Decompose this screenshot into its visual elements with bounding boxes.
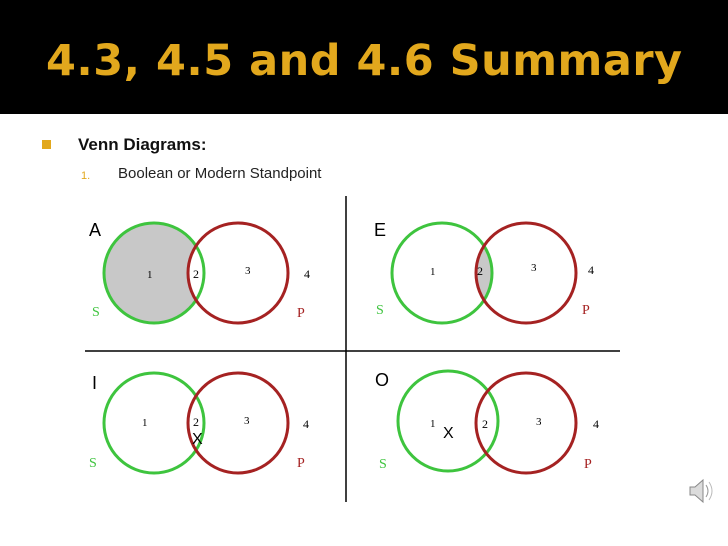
sub-item-text: Boolean or Modern Standpoint [118, 165, 322, 182]
circle-p [186, 221, 290, 325]
circle-p [186, 371, 290, 475]
form-label: A [89, 220, 101, 240]
region-1: 1 [430, 418, 436, 430]
set-p-label: P [297, 456, 305, 471]
circle-s [396, 369, 500, 473]
set-s-label: S [379, 457, 387, 472]
region-4: 4 [303, 417, 309, 431]
region-2: 2 [193, 415, 199, 429]
region-1: 1 [147, 269, 153, 281]
region-2: 2 [193, 267, 199, 281]
set-s-label: S [376, 303, 384, 318]
set-p-label: P [584, 457, 592, 472]
venn-diagram-i: I 1 2 3 4 X S P [89, 371, 309, 475]
circle-p [474, 371, 578, 475]
set-p-label: P [297, 306, 305, 321]
region-1: 1 [430, 266, 436, 278]
circle-s [390, 221, 494, 325]
form-label: O [375, 370, 389, 390]
circle-p [474, 221, 578, 325]
speaker-icon[interactable] [689, 478, 713, 504]
region-4: 4 [593, 417, 599, 431]
form-label: E [374, 220, 386, 240]
bullet-marker [42, 140, 51, 149]
venn-diagram-e: E 1 2 3 4 S P [374, 220, 594, 325]
region-3: 3 [536, 416, 542, 428]
region-4: 4 [304, 267, 310, 281]
region-3: 3 [244, 415, 250, 427]
region-3: 3 [245, 265, 251, 277]
region-1: 1 [142, 417, 148, 429]
venn-diagram-o: O 1 2 3 4 X S P [375, 369, 599, 475]
venn-diagram-a: A 1 2 3 4 S P [89, 220, 310, 325]
form-label: I [92, 373, 97, 393]
region-2: 2 [477, 264, 483, 278]
circle-s [102, 221, 206, 325]
region-3: 3 [531, 262, 537, 274]
x-mark: X [443, 425, 454, 442]
slide-title: 4.3, 4.5 and 4.6 Summary [46, 36, 683, 86]
set-s-label: S [89, 456, 97, 471]
shaded-region-1 [104, 223, 204, 323]
bullet-text: Venn Diagrams: [78, 135, 207, 154]
set-s-label: S [92, 305, 100, 320]
circle-s [102, 371, 206, 475]
set-p-label: P [582, 303, 590, 318]
title-bar [0, 0, 728, 114]
x-mark: X [192, 431, 203, 448]
sub-item-number: 1. [81, 170, 91, 182]
region-2: 2 [482, 417, 488, 431]
region-4: 4 [588, 263, 594, 277]
